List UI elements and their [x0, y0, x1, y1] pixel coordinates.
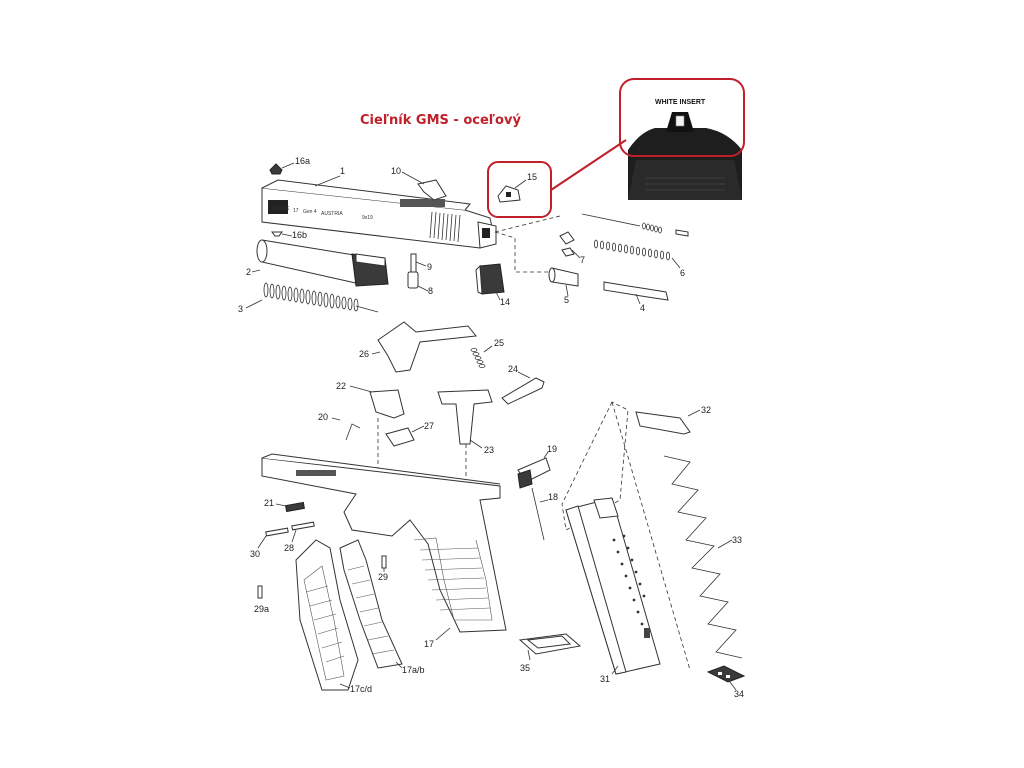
label-7: 7	[580, 255, 585, 265]
label-26: 26	[359, 349, 369, 359]
diagram-title: Cieľník GMS - oceľový	[360, 113, 521, 128]
part-9: 9	[410, 253, 432, 273]
part-29: 29	[378, 555, 388, 582]
part-33-mag-spring: 33	[663, 455, 743, 659]
part-24: 24	[501, 364, 545, 405]
guide-firing-pin	[494, 215, 561, 233]
label-19: 19	[547, 444, 557, 454]
part-30: 30	[250, 527, 289, 559]
part-23: 23	[437, 389, 494, 455]
part-2-barrel: 2	[246, 239, 389, 287]
guide-slide-internals	[494, 231, 552, 273]
part-28: 28	[284, 521, 315, 553]
label-32: 32	[701, 405, 711, 415]
slide-logo: GLOCK	[272, 206, 290, 212]
label-24: 24	[508, 364, 518, 374]
label-25: 25	[494, 338, 504, 348]
part-29a: 29a	[254, 585, 269, 614]
part-19: 19	[517, 444, 557, 489]
part-3-recoil-spring: 3	[238, 282, 379, 314]
label-17cd: 17c/d	[350, 684, 372, 694]
highlight-connector	[550, 139, 627, 191]
mag-guide-right	[611, 401, 691, 671]
label-29: 29	[378, 572, 388, 582]
frame-part-17: 17	[261, 453, 507, 649]
sight-highlight-frame	[487, 161, 552, 218]
label-14: 14	[500, 297, 510, 307]
label-21: 21	[264, 498, 274, 508]
label-34: 34	[734, 689, 744, 699]
label-29a: 29a	[254, 604, 269, 614]
part-21: 21	[264, 498, 305, 513]
firing-pin-assembly	[581, 213, 689, 237]
part-14: 14	[475, 263, 510, 307]
label-3: 3	[238, 304, 243, 314]
part-15-front-sight: 15	[497, 172, 537, 203]
label-17: 17	[424, 639, 434, 649]
label-31: 31	[600, 674, 610, 684]
part-34-insert: 34	[706, 665, 746, 699]
label-17ab: 17a/b	[402, 665, 425, 675]
part-8: 8	[407, 271, 433, 296]
label-16b: 16b	[292, 230, 307, 240]
label-28: 28	[284, 543, 294, 553]
part-5: 5	[548, 267, 579, 305]
label-5: 5	[564, 295, 569, 305]
label-1: 1	[340, 166, 345, 176]
part-16a: 16a	[269, 156, 310, 175]
part-26: 26	[359, 321, 477, 373]
label-6: 6	[680, 268, 685, 278]
slide-caliber: 9x19	[362, 215, 373, 221]
label-33: 33	[732, 535, 742, 545]
part-32-follower: 32	[635, 405, 711, 435]
part-35-floorplate: 35	[518, 633, 582, 673]
slide-gen: Gen 4	[303, 209, 317, 215]
white-insert-inset: WHITE INSERT	[619, 78, 745, 200]
label-16a: 16a	[295, 156, 310, 166]
part-25: 25	[470, 338, 504, 368]
label-35: 35	[520, 663, 530, 673]
part-6-spring: 6	[594, 239, 685, 278]
label-9: 9	[427, 262, 432, 272]
label-10: 10	[391, 166, 401, 176]
slide-country: AUSTRIA	[321, 211, 343, 217]
slide-part-1: GLOCK 17 Gen 4 AUSTRIA 9x19 1	[261, 166, 497, 249]
part-16b: 16b	[271, 230, 307, 240]
inset-label: WHITE INSERT	[655, 99, 706, 106]
label-18: 18	[548, 492, 558, 502]
part-27: 27	[385, 421, 434, 447]
label-20: 20	[318, 412, 328, 422]
backstrap-17ab: 17a/b	[339, 539, 425, 675]
label-15: 15	[527, 172, 537, 182]
part-4: 4	[603, 281, 669, 313]
slide-model: 17	[293, 208, 299, 214]
label-27: 27	[424, 421, 434, 431]
label-4: 4	[640, 303, 645, 313]
part-31-magazine: 31	[565, 497, 661, 684]
backstrap-17cd: 17c/d	[295, 539, 372, 694]
part-10: 10	[391, 166, 447, 201]
part-7: 7	[559, 231, 585, 265]
label-8: 8	[428, 286, 433, 296]
inset-highlight-frame	[619, 78, 745, 157]
part-22: 22	[336, 381, 405, 419]
label-23: 23	[484, 445, 494, 455]
label-30: 30	[250, 549, 260, 559]
part-20: 20	[318, 412, 361, 441]
label-2: 2	[246, 267, 251, 277]
label-22: 22	[336, 381, 346, 391]
part-18: 18	[531, 487, 558, 541]
